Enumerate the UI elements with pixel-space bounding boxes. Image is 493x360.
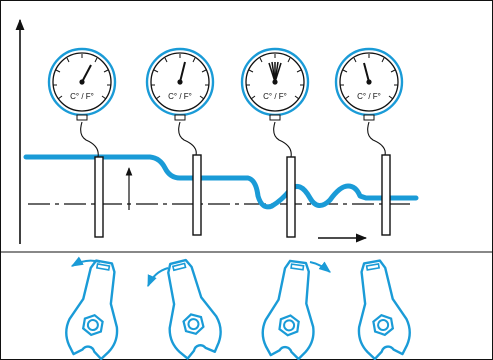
wrench-3-rotation-arrow — [309, 261, 331, 273]
gauge-4-needle — [363, 62, 370, 83]
process-curve — [23, 154, 419, 210]
probe-4 — [381, 154, 391, 236]
gauge-3-unit-label: C° / F° — [263, 92, 287, 101]
wrench-1-rotation-arrow — [70, 256, 101, 267]
probe-2 — [192, 154, 202, 236]
wrench-2-rotation-arrow — [147, 267, 169, 288]
gauge-1-needle — [81, 64, 92, 83]
gauge-3-needle-fluctuating — [268, 61, 282, 83]
wrench-2 — [152, 254, 228, 360]
probe-1 — [94, 156, 104, 238]
probe-3 — [286, 156, 296, 238]
wrench-4 — [345, 256, 415, 360]
gauge-2-unit-label: C° / F° — [168, 92, 192, 101]
wrench-1 — [61, 256, 131, 360]
wire-4 — [367, 121, 386, 156]
gauge-1-unit-label: C° / F° — [70, 92, 94, 101]
gauge-2: C° / F° — [145, 47, 215, 121]
wire-1 — [80, 121, 99, 158]
wire-3 — [273, 121, 292, 158]
gauge-4: C° / F° — [334, 47, 404, 121]
gauge-1: C° / F° — [47, 47, 117, 121]
gauge-3: C° / F° — [240, 47, 310, 121]
probes — [94, 154, 391, 238]
gauge-4-unit-label: C° / F° — [357, 92, 381, 101]
wrench-3 — [258, 257, 325, 360]
gauge-2-needle — [179, 61, 186, 83]
wire-2 — [178, 121, 197, 156]
